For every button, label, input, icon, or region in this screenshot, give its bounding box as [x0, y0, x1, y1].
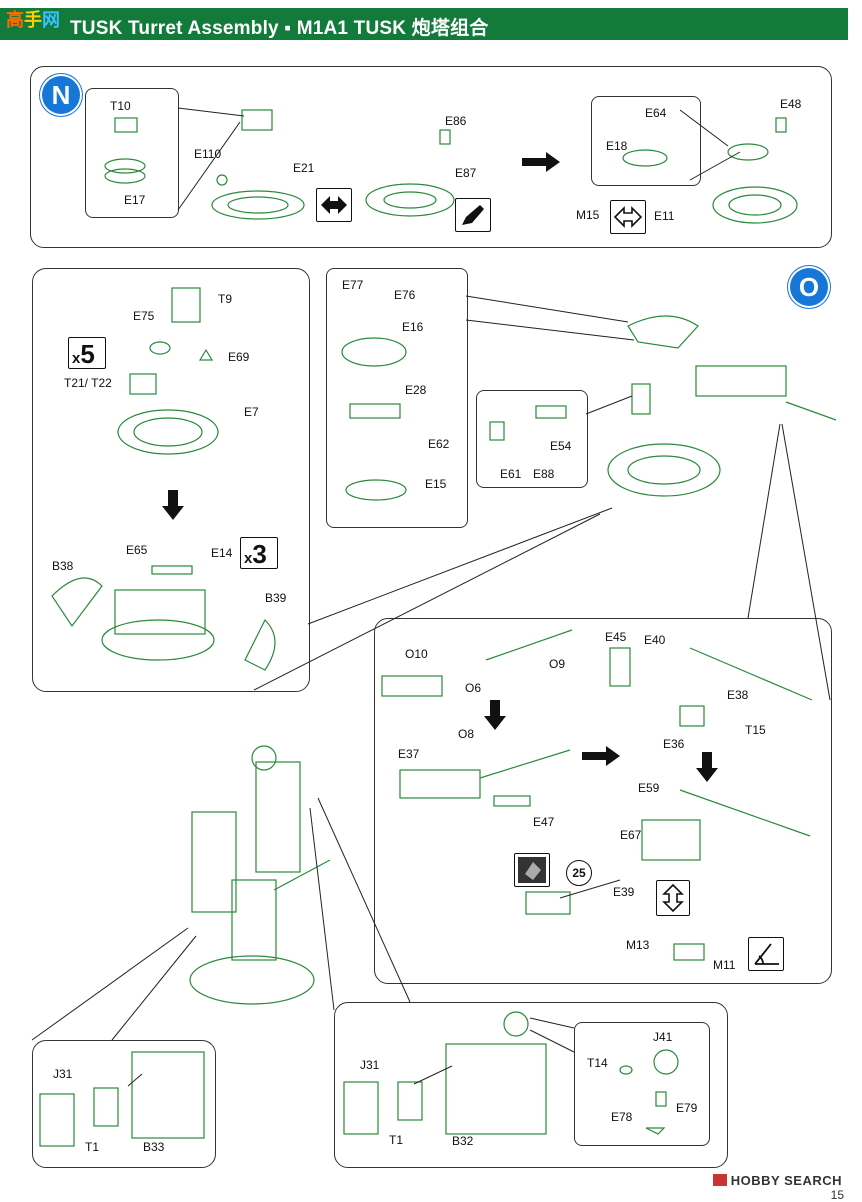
label-e87: E87 [455, 166, 477, 180]
label-e64: E64 [645, 106, 667, 120]
flip-horizontal-outline-icon [610, 200, 646, 234]
label-e39: E39 [613, 885, 635, 899]
label-e15: E15 [425, 477, 447, 491]
label-e75: E75 [133, 309, 155, 323]
label-m11: M11 [713, 958, 736, 972]
page-number: 15 [830, 1188, 844, 1202]
label-o10: O10 [405, 647, 428, 661]
arrow-down-icon [162, 490, 184, 520]
page-header: 高 手 网 TUSK Turret Assembly ▪ M1A1 TUSK 炮… [0, 8, 848, 40]
step-n-inset-left [85, 88, 179, 218]
label-e37: E37 [398, 747, 420, 761]
label-e11: E11 [654, 209, 675, 223]
multiplier-x5-box: x5 [68, 337, 106, 369]
label-e65: E65 [126, 543, 148, 557]
label-e86: E86 [445, 114, 467, 128]
label-e110: E110 [194, 147, 222, 161]
label-e78: E78 [611, 1110, 633, 1124]
x-char: x [72, 350, 81, 367]
label-e76: E76 [394, 288, 416, 302]
label-j31-right: J31 [360, 1058, 380, 1072]
label-b38: B38 [52, 559, 74, 573]
paint-brush-icon [455, 198, 491, 232]
label-e17: E17 [124, 193, 146, 207]
arrow-right-icon [522, 152, 560, 172]
label-e54: E54 [550, 439, 572, 453]
x5-count: 5 [80, 339, 95, 369]
label-t14: T14 [587, 1056, 608, 1070]
brand-name: HOBBY SEARCH [730, 1173, 842, 1188]
sight-detail-panel [476, 390, 588, 488]
label-m15: M15 [576, 208, 600, 222]
step-o-badge: O [790, 268, 828, 306]
label-e7: E7 [244, 405, 259, 419]
brand-watermark: HOBBY SEARCH [712, 1173, 842, 1188]
label-e14: E14 [211, 546, 233, 560]
label-e16: E16 [402, 320, 424, 334]
label-e48: E48 [780, 97, 802, 111]
label-t15: T15 [745, 723, 766, 737]
label-e79: E79 [676, 1101, 698, 1115]
label-o6: O6 [465, 681, 482, 695]
label-b39: B39 [265, 591, 287, 605]
label-e88: E88 [533, 467, 555, 481]
page-title: TUSK Turret Assembly ▪ M1A1 TUSK 炮塔组合 [70, 18, 489, 39]
callout-number-circle: 25 [566, 860, 592, 886]
x-char: x [244, 550, 253, 567]
svg-text:高: 高 [6, 9, 24, 31]
label-j41: J41 [653, 1030, 673, 1044]
x3-count: 3 [252, 539, 267, 569]
label-e40: E40 [644, 633, 666, 647]
label-e18: E18 [606, 139, 628, 153]
label-e38: E38 [727, 688, 749, 702]
label-o9: O9 [549, 657, 566, 671]
cut-angle-icon [748, 937, 784, 971]
label-j31-left: J31 [53, 1067, 73, 1081]
label-e59: E59 [638, 781, 660, 795]
label-b33: B33 [143, 1140, 165, 1154]
flip-vertical-icon [656, 880, 690, 916]
armor-left-panel [32, 1040, 216, 1168]
arrow-right-icon [582, 746, 620, 766]
label-t1-right: T1 [389, 1133, 404, 1147]
light-detail-panel [574, 1022, 710, 1146]
label-e36: E36 [663, 737, 685, 751]
svg-text:手: 手 [24, 9, 42, 31]
flip-horizontal-icon [316, 188, 352, 222]
label-e69: E69 [228, 350, 250, 364]
label-e45: E45 [605, 630, 627, 644]
callout-number: 25 [572, 866, 586, 880]
multiplier-x3-box: x3 [240, 537, 278, 569]
label-e61: E61 [500, 467, 522, 481]
svg-text:网: 网 [42, 10, 60, 31]
label-e77: E77 [342, 278, 364, 292]
label-e47: E47 [533, 815, 555, 829]
label-m13: M13 [626, 938, 650, 952]
label-t1-left: T1 [85, 1140, 100, 1154]
label-t10: T10 [110, 99, 131, 113]
label-e21: E21 [293, 161, 315, 175]
paint-chip-icon [514, 853, 550, 887]
label-e67: E67 [620, 828, 642, 842]
step-n-badge: N [42, 76, 80, 114]
label-e62: E62 [428, 437, 450, 451]
label-o8: O8 [458, 727, 475, 741]
machine-gun-panel [374, 618, 832, 984]
brand-logo-icon [712, 1174, 727, 1186]
label-b32: B32 [452, 1134, 474, 1148]
arrow-down-icon [696, 752, 718, 782]
arrow-down-icon [484, 700, 506, 730]
label-t21-t22: T21/ T22 [64, 376, 112, 390]
label-t9: T9 [218, 292, 233, 306]
site-logo-icon: 高 手 网 [6, 9, 60, 31]
label-e28: E28 [405, 383, 427, 397]
step-n-inset-right [591, 96, 701, 186]
